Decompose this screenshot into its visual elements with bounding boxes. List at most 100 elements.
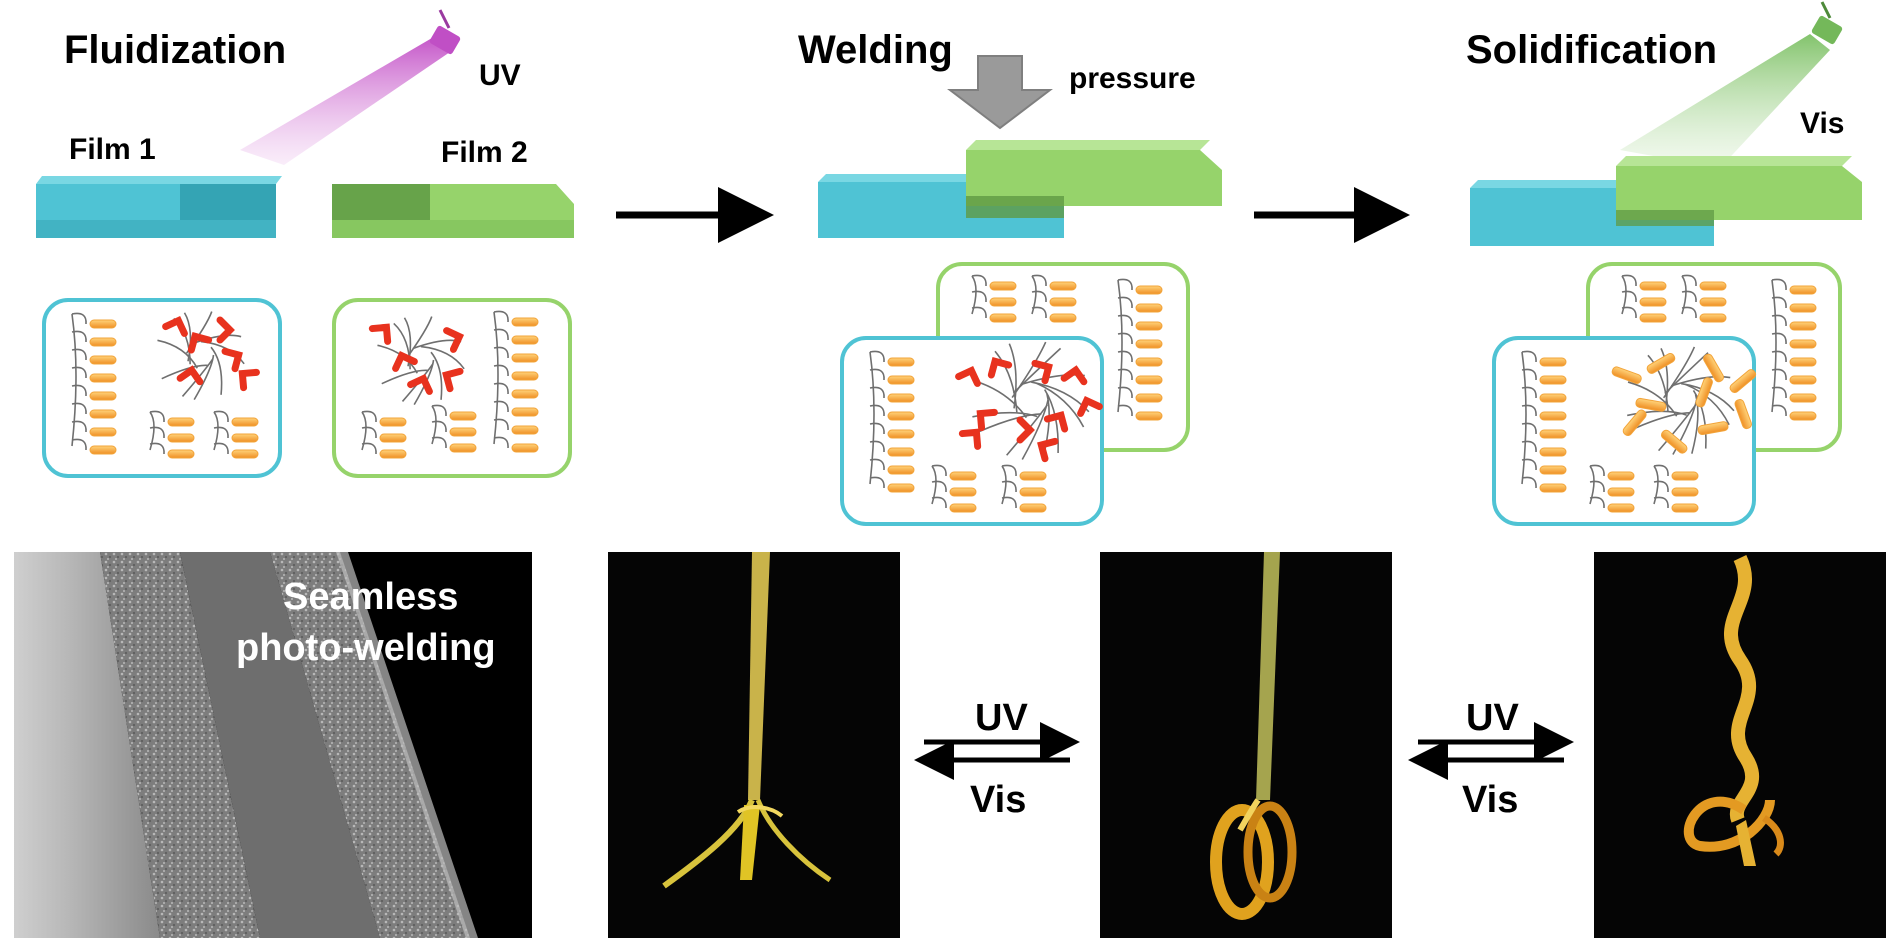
stage-title-fluidization: Fluidization (64, 28, 286, 72)
trans-azobenzene-rod (1539, 411, 1567, 421)
trans-azobenzene-rod (1135, 375, 1163, 385)
trans-azobenzene-rod (1639, 313, 1667, 323)
trans-azobenzene-rod (1135, 303, 1163, 313)
polymer-backbone (431, 420, 447, 433)
photo-strip-loop (1100, 552, 1392, 938)
uv-lamp-icon (240, 9, 461, 165)
trans-azobenzene-rod (89, 373, 117, 383)
polymer-backbone (1685, 383, 1730, 426)
trans-azobenzene-rod (1639, 297, 1667, 307)
polymer-backbone (493, 311, 499, 445)
cis-azobenzene (443, 327, 465, 353)
trans-azobenzene-rod (1019, 471, 1047, 481)
trans-azobenzene-rod (1539, 393, 1567, 403)
polymer-backbone (931, 465, 937, 505)
cis-azobenzene (1037, 437, 1059, 463)
polymer-backbone (1771, 350, 1787, 363)
cis-azobenzene (407, 373, 433, 395)
welded-films (818, 140, 1222, 238)
polymer-backbone (1589, 465, 1595, 505)
trans-azobenzene-rod (887, 465, 915, 475)
polymer-backbone (213, 411, 219, 451)
polymer-backbone (1117, 332, 1133, 345)
cis-azobenzene (1060, 365, 1088, 386)
trans-azobenzene-rod (511, 443, 539, 453)
cis-azobenzene (976, 408, 998, 432)
polymer-backbone (1621, 275, 1627, 315)
trans-azobenzene-rod (1135, 357, 1163, 367)
trans-azobenzene-rod (1135, 393, 1163, 403)
film2-bar (332, 184, 574, 238)
trans-azobenzene-rod (1135, 339, 1163, 349)
trans-azobenzene-rod (989, 297, 1017, 307)
trans-azobenzene-rod (1135, 285, 1163, 295)
reversible-switch-2: UV Vis (1408, 697, 1574, 821)
cis-azobenzene (1031, 359, 1053, 385)
cis-azobenzene (221, 347, 243, 373)
trans-azobenzene-rod (1697, 421, 1729, 436)
polymer-backbone (1031, 274, 1047, 287)
polymer-backbone (1681, 290, 1697, 303)
sem-caption-line2: photo-welding (236, 627, 496, 669)
photo-strip-straight (608, 552, 900, 938)
polymer-backbone (931, 464, 947, 477)
trans-azobenzene-rod (511, 317, 539, 327)
vis-label: Vis (1800, 107, 1845, 140)
polymer-backbone (149, 411, 155, 451)
polymer-backbone (1117, 404, 1133, 417)
polymer-backbone (493, 436, 509, 449)
trans-azobenzene-rod (1699, 297, 1727, 307)
polymer-backbone (1521, 422, 1537, 435)
polymer-backbone (1001, 464, 1017, 477)
polymer-backbone (971, 275, 977, 315)
trans-azobenzene-rod (1703, 353, 1724, 383)
polymer-backbone (1589, 464, 1605, 477)
trans-azobenzene-rod (449, 411, 477, 421)
polymer-backbone (1771, 368, 1787, 381)
polymer-backbone (1521, 386, 1537, 399)
polymer-backbone (71, 312, 87, 325)
trans-azobenzene-rod (89, 355, 117, 365)
polymer-backbone (1681, 275, 1687, 315)
polymer-backbone (493, 400, 509, 413)
polymer-backbone (210, 346, 223, 395)
polymer-backbone (1117, 350, 1133, 363)
polymer-backbone (1660, 348, 1669, 408)
trans-azobenzene-rod (1789, 303, 1817, 313)
cis-azobenzene (1043, 411, 1069, 433)
trans-azobenzene-rod (1699, 313, 1727, 323)
polymer-backbone (157, 339, 198, 369)
trans-azobenzene-rod (1789, 321, 1817, 331)
sem-caption-line1: Seamless (283, 576, 458, 618)
trans-azobenzene-rod (1607, 487, 1635, 497)
trans-azobenzene-rod (1607, 503, 1635, 513)
trans-azobenzene-rod (989, 313, 1017, 323)
polymer-backbone (1771, 314, 1787, 327)
trans-azobenzene-rod (887, 393, 915, 403)
polymer-backbone (1653, 480, 1669, 493)
polymer-backbone (183, 312, 192, 362)
trans-azobenzene-rod (1789, 285, 1817, 295)
switch2-top-label: UV (1466, 697, 1519, 739)
polymer-backbone (393, 322, 411, 370)
polymer-backbone (1771, 279, 1777, 413)
trans-azobenzene-rod (1539, 465, 1567, 475)
trans-azobenzene-rod (231, 433, 259, 443)
trans-azobenzene-rod (1049, 313, 1077, 323)
polymer-backbone (213, 426, 229, 439)
polymer-backbone (1031, 290, 1047, 303)
cis-azobenzene (1016, 416, 1035, 444)
trans-azobenzene-rod (1660, 429, 1688, 454)
trans-azobenzene-rod (379, 449, 407, 459)
trans-azobenzene-rod (1789, 375, 1817, 385)
polymer-backbone (1621, 274, 1637, 287)
trans-azobenzene-rod (1646, 353, 1676, 374)
polymer-backbone (1521, 351, 1527, 485)
trans-azobenzene-rod (167, 433, 195, 443)
photo-strip-helix (1594, 552, 1886, 938)
film1-label: Film 1 (69, 133, 156, 166)
trans-azobenzene-rod (887, 483, 915, 493)
polymer-backbone (361, 426, 377, 439)
trans-azobenzene-rod (1539, 483, 1567, 493)
